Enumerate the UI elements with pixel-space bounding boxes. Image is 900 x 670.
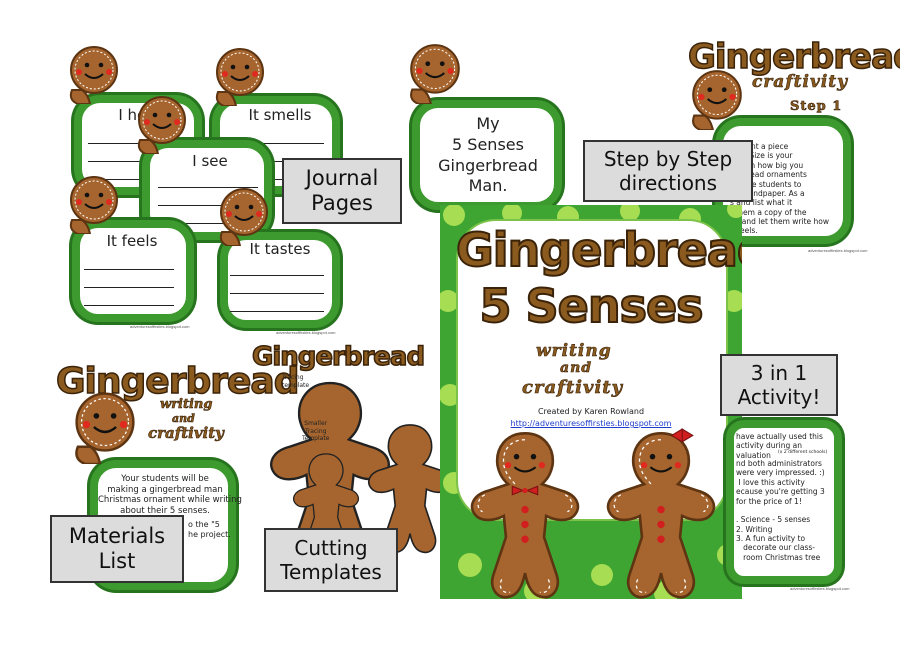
label-line: Activity! <box>737 385 821 409</box>
gingerbread-girl-icon <box>586 428 736 599</box>
blog-footer: adventuresoffirsties.blogspot.com <box>808 248 868 253</box>
blog-footer: adventuresoffirsties.blogspot.com <box>276 330 336 335</box>
cover-title-1: Gingerbread <box>455 223 742 277</box>
label-line: Journal <box>305 165 379 190</box>
blog-footer: adventuresoffirsties.blogspot.com <box>790 586 850 591</box>
step-card-step: Step 1 <box>790 99 843 114</box>
label-line: directions <box>618 171 718 195</box>
materials-subtitle-1: writing <box>160 397 213 412</box>
gingerbread-head-icon <box>132 94 192 154</box>
materials-subtitle-3: craftivity <box>148 424 225 442</box>
materials-subtitle-2: and <box>172 412 195 425</box>
step-card-subtitle: craftivity <box>752 72 849 92</box>
gingerbread-head-icon <box>214 186 274 246</box>
templates-tracing-text: Tracing template <box>282 374 310 389</box>
cutting-templates-label: Cutting Templates <box>264 528 398 592</box>
templates-smaller-text: Smaller Tracing Template <box>302 420 330 442</box>
cover-credit: Created by Karen Rowland <box>537 407 645 416</box>
gingerbread-head-icon <box>686 68 748 130</box>
cover-subtitle-2: and <box>560 360 593 376</box>
materials-card-text: Your students will be making a gingerbre… <box>98 474 242 516</box>
cover-url-link[interactable]: http://adventuresoffirsties.blogspot.com <box>510 419 672 428</box>
label-line: Cutting <box>294 536 368 560</box>
materials-partial-1: o the "5 <box>188 520 220 529</box>
journal-cover-line: Gingerbread <box>438 155 538 175</box>
activity-card-note: (x 2 different schools) <box>778 450 828 455</box>
materials-partial-2: he project. <box>188 530 231 539</box>
journal-pages-label: Journal Pages <box>282 158 402 224</box>
gingerbread-head-icon <box>64 44 124 104</box>
journal-cover-line: Man. <box>468 176 508 196</box>
cover-title-2: 5 Senses <box>478 279 704 333</box>
step-card-title: Gingerbread <box>687 37 900 77</box>
gingerbread-head-icon <box>404 42 466 104</box>
label-line: Templates <box>280 560 382 584</box>
gingerbread-head-icon <box>68 390 142 464</box>
activity-card-text: have actually used this activity during … <box>736 432 823 460</box>
label-line: Pages <box>311 191 373 215</box>
blog-footer: adventuresoffirsties.blogspot.com <box>130 324 190 329</box>
cover-subtitle-1: writing <box>536 341 612 361</box>
activity-card-text-2: nd both administrators were very impress… <box>736 459 825 562</box>
step-directions-label: Step by Step directions <box>583 140 753 202</box>
gingerbread-head-icon <box>64 174 124 234</box>
gingerbread-head-icon <box>210 46 270 106</box>
label-line: Step by Step <box>603 147 733 171</box>
gingerbread-boy-icon <box>450 427 600 599</box>
journal-cover-line: 5 Senses <box>452 134 524 154</box>
three-in-one-label: 3 in 1 Activity! <box>720 354 838 416</box>
label-line: Materials <box>68 523 166 548</box>
journal-card-label: It feels <box>106 232 158 250</box>
templates-card-title: Gingerbread <box>251 342 426 372</box>
cover-subtitle-3: craftivity <box>522 377 624 398</box>
journal-card-label: It tastes <box>249 240 311 258</box>
journal-cover-line: My <box>476 114 500 133</box>
label-line: List <box>98 549 136 573</box>
cover-page: Gingerbread 5 Senses writing and craftiv… <box>440 205 742 599</box>
label-line: 3 in 1 <box>750 361 808 385</box>
journal-card-label: It smells <box>248 106 312 124</box>
journal-card-label: I see <box>192 152 228 170</box>
materials-list-label: Materials List <box>50 515 184 583</box>
